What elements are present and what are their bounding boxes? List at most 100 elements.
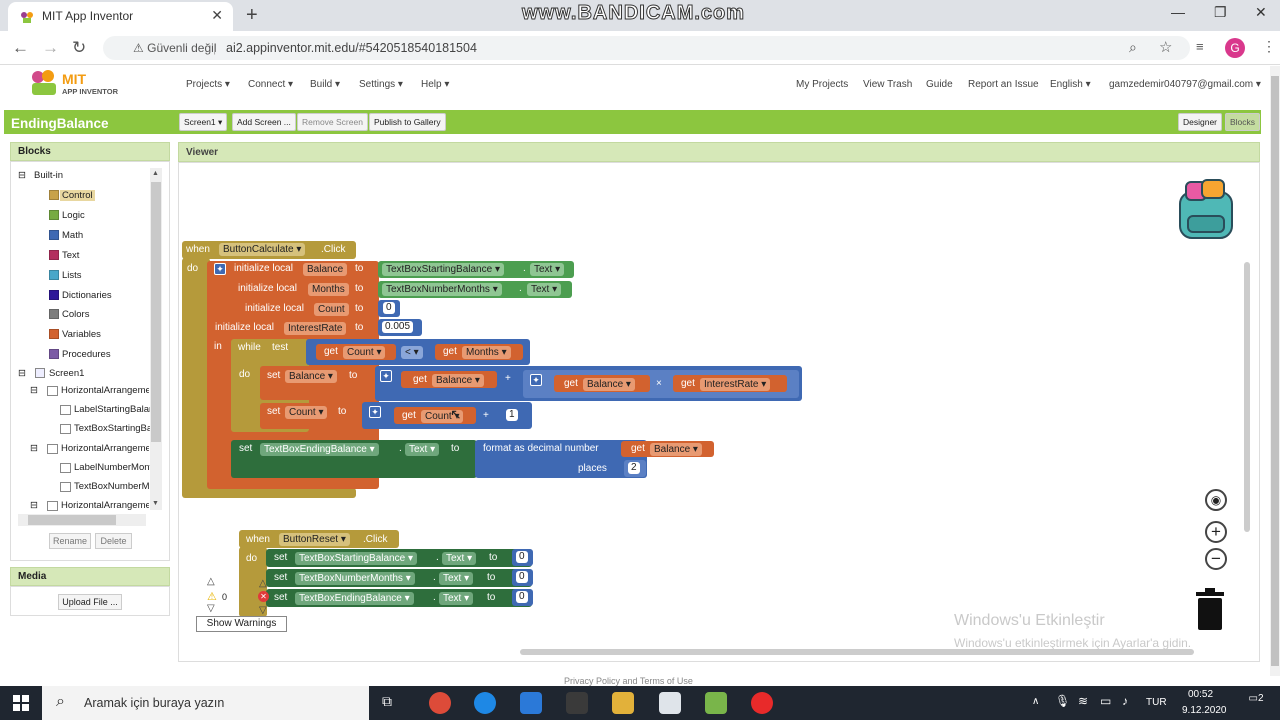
tree-component-item[interactable]: LabelNumberMont (74, 461, 150, 473)
trash-icon[interactable] (1193, 588, 1227, 630)
category-lists[interactable]: Lists (62, 269, 82, 281)
close-window-icon[interactable]: ✕ (1255, 4, 1267, 20)
tree-component-item[interactable]: LabelStartingBalar (74, 404, 150, 416)
new-tab-button[interactable]: + (246, 4, 258, 26)
component-dropdown-starting[interactable]: TextBoxStartingBalance ▾ (382, 263, 504, 276)
number-value-rate[interactable]: 0.005 (382, 321, 414, 333)
workspace-horizontal-scrollbar[interactable] (520, 649, 1194, 655)
account-menu[interactable]: gamzedemir040797@gmail.com ▾ (1109, 79, 1261, 90)
battery-icon[interactable]: ▭ (1100, 694, 1112, 708)
set-dropdown-balance[interactable]: Balance ▾ (285, 370, 337, 383)
get-dropdown-balance-1[interactable]: Balance ▾ (432, 374, 484, 387)
component-dropdown-calculate[interactable]: ButtonCalculate ▾ (219, 243, 306, 256)
category-logic[interactable]: Logic (62, 209, 85, 221)
category-math[interactable]: Math (62, 229, 84, 241)
forward-icon[interactable]: → (42, 38, 59, 57)
close-tab-icon[interactable]: ✕ (211, 7, 223, 23)
menu-build[interactable]: Build ▾ (310, 79, 341, 90)
tree-builtin[interactable]: Built-in (34, 170, 64, 181)
task-view-icon[interactable]: ⧉ (382, 693, 392, 709)
tree-horizontal-scrollbar[interactable] (18, 514, 146, 526)
language-indicator[interactable]: TUR (1146, 697, 1167, 708)
collapse-arrangement-icon[interactable]: ⊟ (30, 442, 38, 454)
rename-button[interactable]: Rename (49, 533, 91, 549)
designer-button[interactable]: Designer (1178, 113, 1223, 131)
collapse-screen-icon[interactable]: ⊟ (18, 368, 26, 379)
explorer-taskbar-icon[interactable] (612, 692, 634, 714)
prev-warning-icon[interactable]: △ (207, 576, 215, 587)
notification-center-icon[interactable]: ▭2 (1248, 693, 1264, 704)
get-dropdown-balance-3[interactable]: Balance ▾ (650, 443, 702, 456)
property-dropdown-4[interactable]: Text ▾ (442, 552, 477, 565)
category-procedures[interactable]: Procedures (62, 349, 111, 361)
windows-start-icon[interactable] (13, 695, 29, 711)
delete-button[interactable]: Delete (95, 533, 132, 549)
category-control[interactable]: Control (60, 190, 95, 201)
bookmark-star-icon[interactable]: ☆ (1159, 39, 1173, 56)
workspace-vertical-scrollbar[interactable] (1244, 262, 1250, 532)
address-bar[interactable] (103, 36, 1190, 60)
screen-dropdown[interactable]: Screen1 ▾ (179, 113, 228, 131)
tree-component-item[interactable]: HorizontalArrangeme (61, 442, 149, 454)
clock-time[interactable]: 00:52 (1188, 689, 1214, 700)
tree-screen1[interactable]: Screen1 (49, 368, 85, 379)
tray-expand-icon[interactable]: ∧ (1032, 696, 1040, 707)
var-name-months[interactable]: Months (308, 283, 349, 296)
remove-screen-button[interactable]: Remove Screen (297, 113, 368, 131)
component-dropdown-ending-2[interactable]: TextBoxEndingBalance ▾ (295, 592, 414, 605)
tree-component-item[interactable]: HorizontalArrangeme (61, 500, 149, 512)
number-value-two[interactable]: 2 (628, 462, 640, 474)
taskbar-search-box[interactable]: Aramak için buraya yazın (42, 686, 369, 720)
more-menu-icon[interactable]: ⋮ (1262, 38, 1276, 54)
number-value-one[interactable]: 1 (506, 409, 518, 421)
add-screen-button[interactable]: Add Screen ... (232, 113, 296, 131)
get-dropdown-count-1[interactable]: Count ▾ (343, 346, 386, 359)
media-control-icon[interactable]: ≡ (1196, 39, 1204, 54)
get-dropdown-rate[interactable]: InterestRate ▾ (700, 378, 771, 391)
category-colors[interactable]: Colors (62, 309, 90, 321)
tree-component-item[interactable]: TextBoxNumberM (74, 481, 150, 492)
tree-component-item[interactable]: HorizontalArrangeme (61, 385, 149, 396)
network-icon[interactable]: ≋ (1078, 694, 1089, 708)
store-taskbar-icon[interactable] (566, 692, 588, 714)
component-dropdown-months-2[interactable]: TextBoxNumberMonths ▾ (295, 572, 415, 585)
prev-error-icon[interactable]: △ (259, 578, 267, 589)
minimize-icon[interactable]: — (1171, 4, 1185, 20)
profile-avatar[interactable]: G (1225, 38, 1245, 58)
var-name-count[interactable]: Count (314, 303, 349, 316)
collapse-builtin-icon[interactable]: ⊟ (18, 170, 26, 181)
add-mutator-gear-icon-2[interactable]: ✦ (369, 406, 381, 418)
upload-file-button[interactable]: Upload File ... (58, 594, 122, 610)
url-text[interactable]: ai2.appinventor.mit.edu/#542051854018150… (226, 41, 477, 55)
menu-settings[interactable]: Settings ▾ (359, 79, 403, 90)
tree-component-item[interactable]: TextBoxStartingBa (74, 423, 150, 435)
zoom-icon[interactable]: ⌕ (1129, 39, 1137, 55)
scroll-up-icon[interactable]: ▲ (152, 170, 159, 177)
get-dropdown-months[interactable]: Months ▾ (462, 346, 511, 359)
component-dropdown-reset[interactable]: ButtonReset ▾ (279, 533, 350, 546)
collapse-arrangement-icon[interactable]: ⊟ (30, 500, 38, 512)
component-dropdown-ending[interactable]: TextBoxEndingBalance ▾ (260, 443, 379, 456)
link-report-issue[interactable]: Report an Issue (968, 79, 1039, 90)
scroll-down-icon[interactable]: ▼ (152, 500, 159, 507)
publish-gallery-button[interactable]: Publish to Gallery (369, 113, 446, 131)
volume-icon[interactable]: ♪ (1122, 694, 1128, 708)
property-dropdown-1[interactable]: Text ▾ (530, 263, 565, 276)
var-name-interest-rate[interactable]: InterestRate (284, 322, 347, 335)
security-indicator[interactable]: ⚠ Güvenli değil (133, 41, 216, 55)
page-scrollbar[interactable] (1270, 66, 1280, 676)
chrome-taskbar-icon[interactable] (429, 692, 451, 714)
reload-icon[interactable]: ↻ (72, 38, 87, 57)
component-dropdown-months[interactable]: TextBoxNumberMonths ▾ (382, 283, 502, 296)
next-warning-icon[interactable]: ▽ (207, 603, 215, 614)
blocks-button[interactable]: Blocks (1225, 113, 1261, 131)
collapse-arrangement-icon[interactable]: ⊟ (30, 385, 38, 396)
number-value-zero-1[interactable]: 0 (516, 551, 528, 563)
menu-connect[interactable]: Connect ▾ (248, 79, 294, 90)
android-taskbar-icon[interactable] (705, 692, 727, 714)
link-view-trash[interactable]: View Trash (863, 79, 913, 90)
property-dropdown-2[interactable]: Text ▾ (527, 283, 562, 296)
zoom-out-icon[interactable]: − (1205, 548, 1227, 570)
microphone-icon[interactable]: 🎙 (1055, 694, 1071, 708)
mutator-gear-icon[interactable]: ✦ (214, 263, 226, 275)
